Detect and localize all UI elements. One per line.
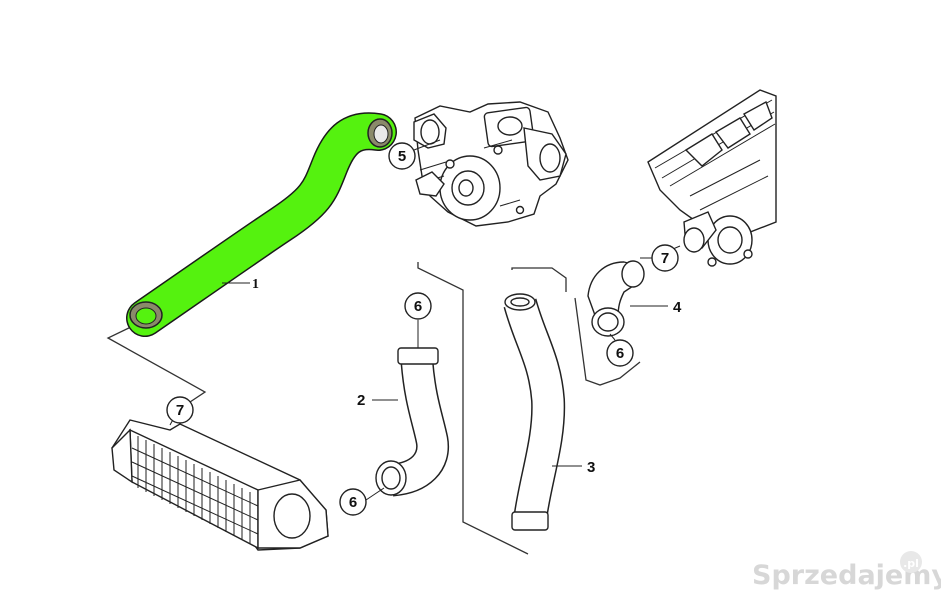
- svg-text:5: 5: [398, 148, 406, 165]
- svg-text:6: 6: [414, 298, 422, 315]
- svg-text:6: 6: [349, 494, 357, 511]
- svg-text:.pl: .pl: [903, 557, 919, 570]
- part-label-2: 2: [357, 392, 365, 409]
- elbow-4: [587, 260, 668, 337]
- callout-7-top: 7: [651, 244, 681, 272]
- callout-7-left: 7: [166, 396, 194, 424]
- part-label-3: 3: [587, 459, 595, 476]
- svg-text:7: 7: [176, 402, 184, 419]
- intake-manifold: [640, 89, 777, 267]
- intercooler: [111, 413, 329, 551]
- sprzedajemy-watermark: Sprzedajemy .pl: [752, 551, 941, 591]
- charge-air-hose-1: [126, 112, 397, 337]
- turbocharger: [413, 101, 569, 227]
- part-label-1: 1: [252, 277, 259, 292]
- part-label-4: 4: [673, 299, 682, 316]
- svg-text:6: 6: [616, 345, 624, 362]
- assembly-leader-lines: [106, 262, 641, 555]
- pipe-2: [372, 347, 450, 497]
- pipe-3: [503, 293, 582, 531]
- callout-6-bottom: 6: [339, 487, 385, 516]
- svg-text:7: 7: [661, 250, 669, 267]
- intercooler-fins: [131, 436, 259, 544]
- callout-6-top: 6: [404, 292, 432, 348]
- callout-6-right: 6: [606, 333, 634, 367]
- callout-5: 5: [388, 139, 441, 170]
